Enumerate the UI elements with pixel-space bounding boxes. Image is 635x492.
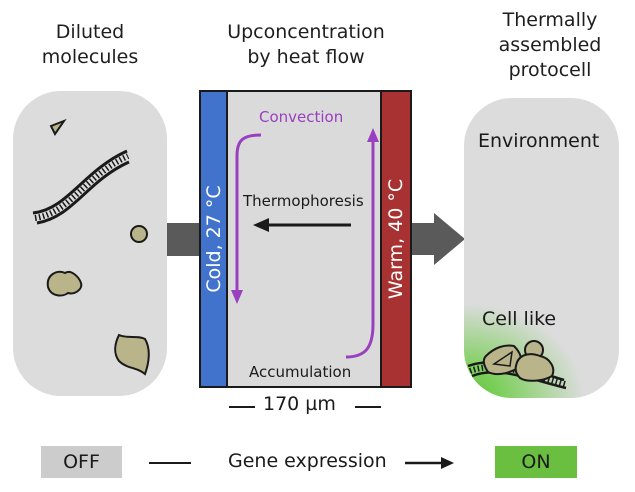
left-title: Diluted molecules	[10, 20, 170, 70]
scale-line-right	[355, 406, 381, 408]
flow-arrows	[231, 128, 379, 359]
left-title-line-1: Diluted	[55, 21, 125, 43]
protein-molecule-icon	[46, 270, 83, 297]
convection-up-arrow	[345, 140, 375, 359]
on-label: ON	[521, 451, 551, 473]
scale-label: 170 µm	[263, 393, 336, 415]
middle-title-line-2: by heat flow	[247, 46, 365, 68]
scale-line-left	[229, 406, 255, 408]
accumulation-label: Accumulation	[249, 363, 352, 381]
thermal-chamber: Cold, 27 °C Warm, 40 °C Convection Therm…	[199, 90, 412, 388]
molecules-illustration	[32, 118, 150, 376]
cell-like-label: Cell like	[482, 308, 557, 330]
right-title-line-1: Thermally	[502, 9, 598, 31]
protocell-panel: Environment Cell like	[464, 98, 619, 398]
folded-protein-icon	[114, 333, 150, 376]
left-title-line-2: molecules	[41, 46, 139, 68]
middle-title: Upconcentration by heat flow	[200, 20, 412, 70]
convection-down-arrowhead-icon	[231, 290, 243, 304]
thermophoresis-label: Thermophoresis	[243, 192, 364, 210]
convection-up-arrowhead-icon	[367, 128, 379, 142]
assembled-cell-illustration	[467, 340, 567, 390]
width-scale-bar: 170 µm	[229, 393, 384, 419]
diluted-molecules-panel	[13, 91, 167, 396]
gene-expression-label: Gene expression	[228, 450, 387, 472]
input-connector-bar	[167, 223, 199, 256]
convection-down-arrow	[235, 133, 262, 292]
right-title-line-2: assembled	[498, 34, 602, 56]
convection-label: Convection	[259, 108, 344, 126]
thermophoresis-arrowhead-icon	[253, 218, 269, 232]
environment-label: Environment	[478, 130, 600, 152]
right-title: Thermally assembled protocell	[470, 8, 630, 83]
warm-wall: Warm, 40 °C	[380, 92, 410, 386]
legend-arrow-icon	[405, 457, 454, 469]
dna-strand-icon	[32, 149, 130, 225]
on-badge: ON	[495, 446, 577, 478]
triangle-molecule-icon	[49, 118, 67, 136]
output-arrow-icon	[412, 213, 465, 265]
off-label: OFF	[63, 451, 100, 473]
cold-wall: Cold, 27 °C	[201, 92, 228, 386]
middle-title-line-1: Upconcentration	[227, 21, 385, 43]
off-badge: OFF	[41, 446, 122, 478]
legend-line	[149, 462, 191, 464]
right-title-line-3: protocell	[508, 59, 592, 81]
protein-molecule-icon	[514, 353, 555, 382]
protein-fold-line	[491, 350, 513, 367]
round-molecule-icon	[130, 225, 148, 243]
